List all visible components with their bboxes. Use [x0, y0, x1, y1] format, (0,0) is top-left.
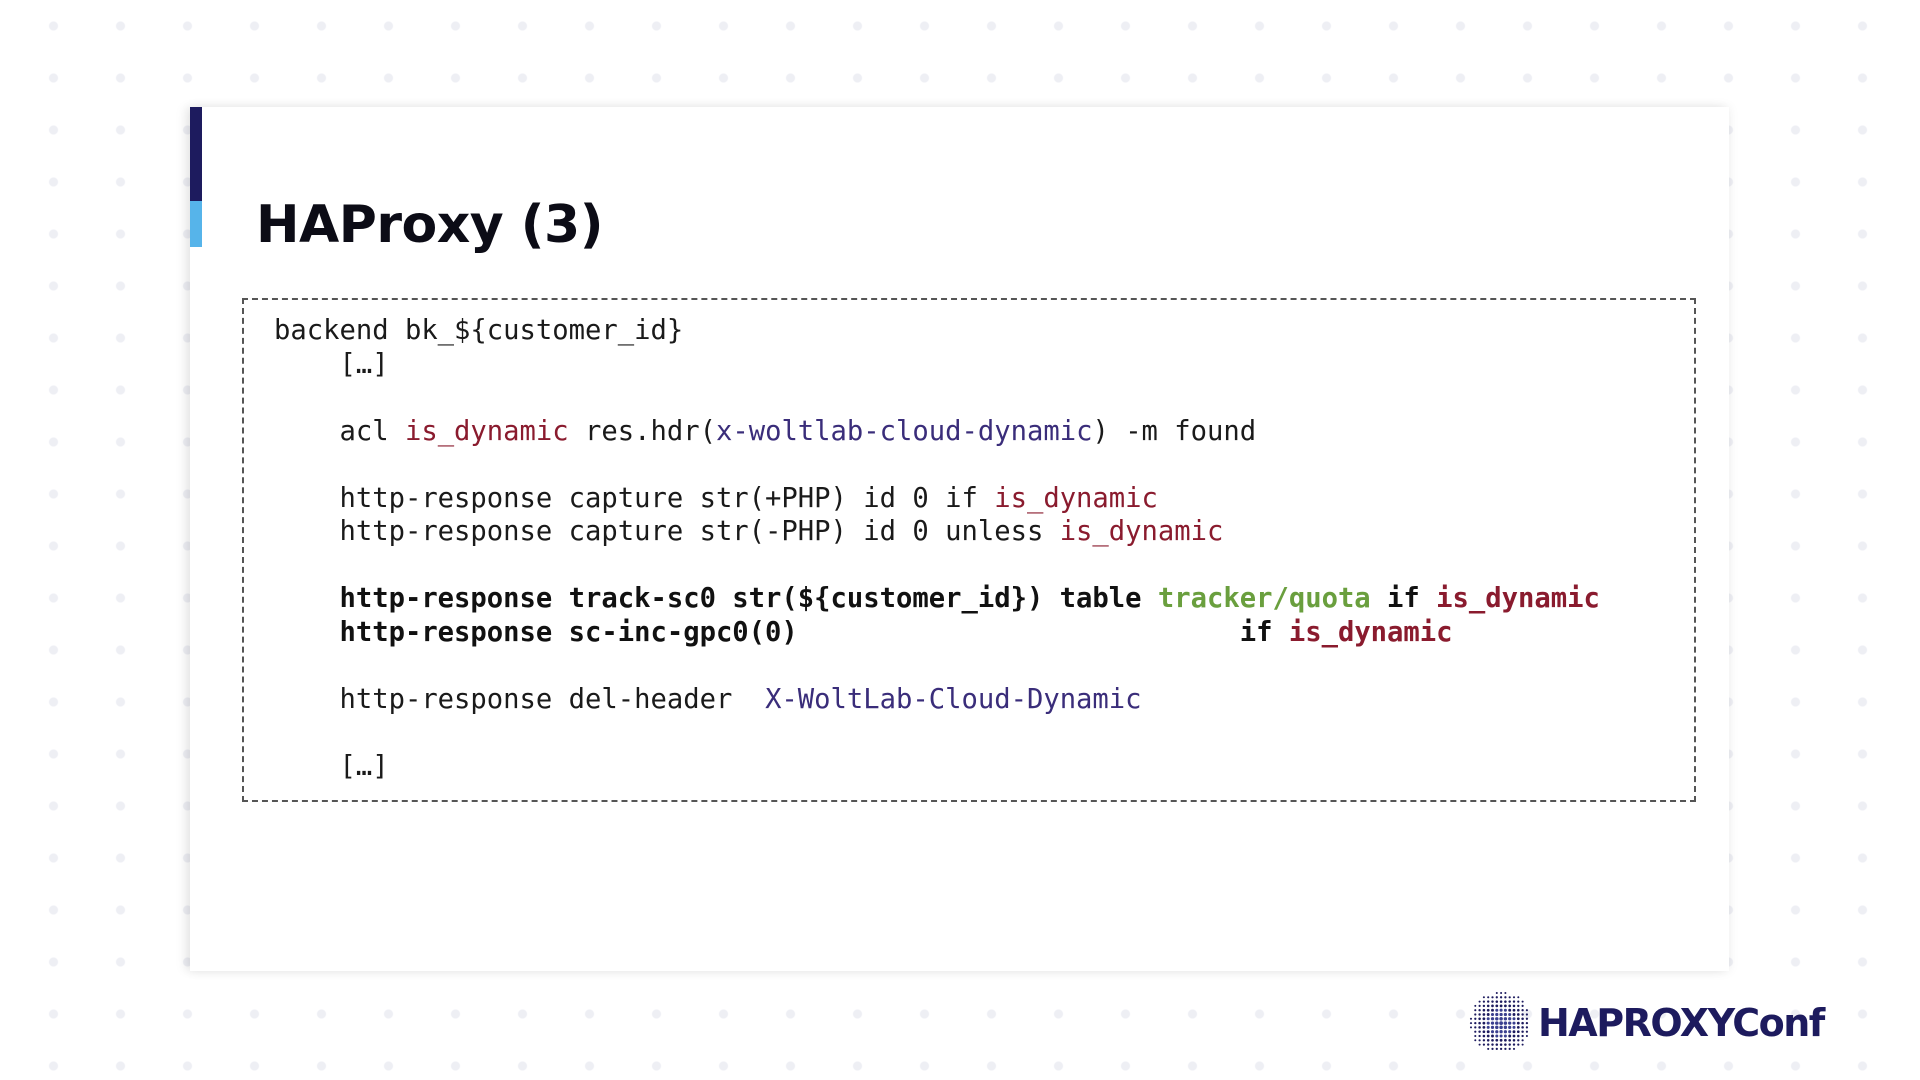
- code-token-purple: X-WoltLab-Cloud-Dynamic: [765, 683, 1142, 715]
- code-token-red: is_dynamic: [1436, 583, 1600, 614]
- code-token: http-response capture str(+PHP) id 0 if: [274, 482, 995, 514]
- title-accent-bar-dark: [190, 107, 202, 201]
- code-line: [274, 649, 1694, 683]
- logo-text: HAPROXYConf: [1538, 1001, 1825, 1045]
- code-line: […]: [274, 348, 1694, 382]
- code-token-red: is_dynamic: [1059, 516, 1224, 547]
- code-token: […]: [274, 348, 389, 380]
- code-line: backend bk_${customer_id}: [274, 314, 1694, 348]
- code-token: http-response track-sc0 str(${customer_i…: [274, 583, 1158, 614]
- code-token: http-response capture str(-PHP) id 0 unl…: [274, 516, 1060, 547]
- code-token: http-response del-header: [274, 683, 766, 715]
- haproxy-globe-icon: [1469, 991, 1529, 1051]
- slide-card: HAProxy (3) backend bk_${customer_id} [……: [190, 107, 1729, 971]
- code-line: http-response capture str(-PHP) id 0 unl…: [274, 515, 1694, 549]
- code-line: http-response del-header X-WoltLab-Cloud…: [274, 683, 1694, 717]
- code-line: acl is_dynamic res.hdr(x-woltlab-cloud-d…: [274, 415, 1694, 449]
- code-token-red: is_dynamic: [404, 415, 569, 447]
- code-token-red: is_dynamic: [1288, 616, 1453, 648]
- code-line: [274, 549, 1694, 583]
- code-token: […]: [274, 750, 389, 782]
- title-accent-bar-light: [190, 201, 202, 247]
- code-token-red: is_dynamic: [994, 482, 1158, 514]
- slide-title: HAProxy (3): [256, 195, 604, 255]
- code-token: ) -m found: [1092, 415, 1257, 447]
- code-line: [274, 381, 1694, 415]
- code-token: backend bk_${customer_id}: [274, 315, 684, 346]
- code-token: if: [1370, 583, 1437, 614]
- haproxyconf-logo: HAPROXYConf: [1468, 988, 1825, 1058]
- code-token-green: tracker/quota: [1157, 583, 1371, 614]
- code-block: backend bk_${customer_id} […] acl is_dyn…: [242, 298, 1696, 802]
- code-token: res.hdr(: [568, 415, 716, 447]
- code-token: http-response sc-inc-gpc0(0) if: [274, 616, 1289, 648]
- code-line: [274, 448, 1694, 482]
- code-line: http-response track-sc0 str(${customer_i…: [274, 582, 1694, 616]
- code-line: http-response sc-inc-gpc0(0) if is_dynam…: [274, 616, 1694, 650]
- code-token: acl: [274, 415, 405, 447]
- code-token-purple: x-woltlab-cloud-dynamic: [715, 415, 1093, 447]
- code-line: http-response capture str(+PHP) id 0 if …: [274, 482, 1694, 516]
- code-line: […]: [274, 750, 1694, 784]
- code-line: [274, 716, 1694, 750]
